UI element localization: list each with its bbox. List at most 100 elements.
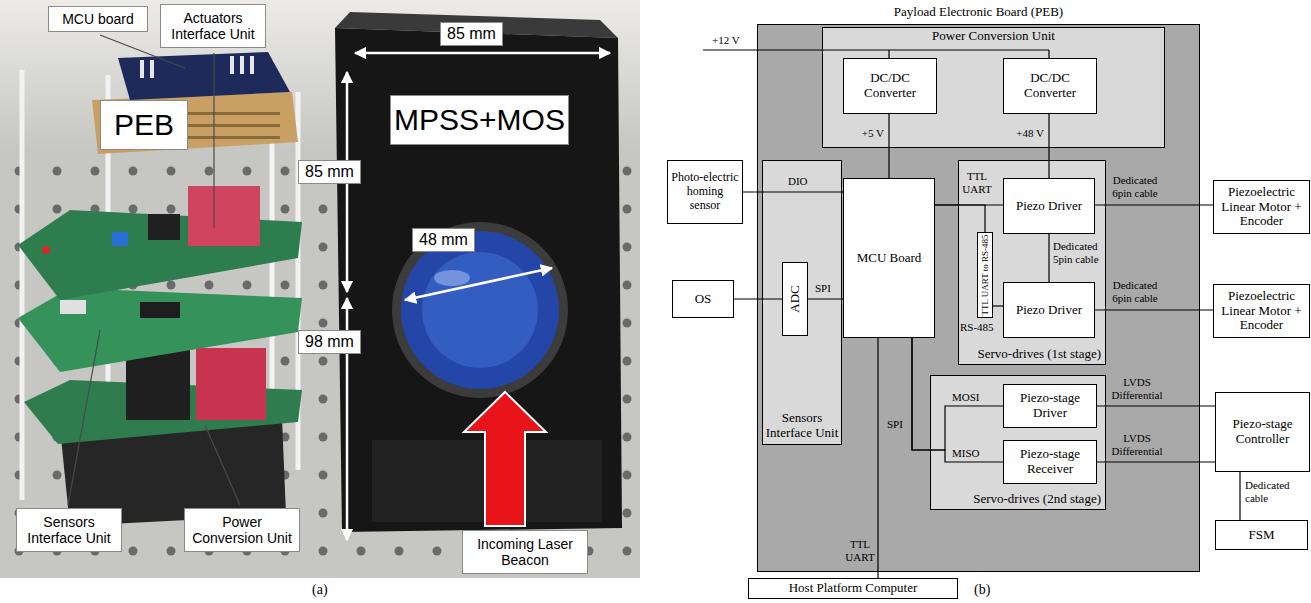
box-label: MPSS+MOS — [394, 103, 565, 138]
box-label: Sensors Interface Unit — [19, 514, 119, 546]
component — [148, 214, 180, 240]
converter-box: DC/DC Converter — [843, 58, 937, 114]
converter-box: TTL UART to RS-485 — [977, 232, 993, 318]
trimmer — [112, 232, 128, 246]
signal-label: Dedicated 5pin cable — [1053, 240, 1107, 265]
box-label: ADC — [788, 285, 803, 312]
signal-line — [888, 114, 889, 178]
dimension-label: 85 mm — [440, 22, 503, 46]
controller-box: Piezo-stage Controller — [1215, 392, 1310, 472]
panel-fill — [930, 375, 1106, 510]
subfigure-label: (a) — [312, 582, 328, 598]
callout-box: Power Conversion Unit — [184, 508, 300, 552]
lens — [401, 231, 559, 389]
signal-label: LVDS Differential — [1106, 432, 1168, 457]
signal-line — [1095, 204, 1213, 205]
panel-fill — [762, 160, 842, 445]
optical-table — [0, 0, 640, 578]
dc-module — [126, 350, 190, 420]
driver-box: Piezo Driver — [1003, 282, 1095, 338]
signal-line — [877, 338, 878, 578]
signal-label: TTL UART — [961, 170, 993, 195]
panel-fill — [757, 24, 1200, 572]
driver-box: Piezo Driver — [1003, 178, 1095, 234]
dimension-arrows — [347, 53, 610, 540]
signal-line — [1239, 472, 1240, 520]
signal-label: TTL UART — [844, 538, 876, 563]
box-label: MCU board — [62, 11, 134, 27]
motor-box: Piezoelectric Linear Motor + Encoder — [1213, 180, 1310, 234]
box-label: Incoming Laser Beacon — [465, 536, 585, 568]
signal-label: Dedicated 6pin cable — [1106, 174, 1164, 199]
box-label: Photo-electric homing sensor — [670, 171, 740, 212]
signal-line — [1095, 309, 1213, 310]
beacon-arrow — [464, 392, 546, 526]
mirror-box: FSM — [1215, 520, 1308, 550]
proto-board — [92, 92, 298, 154]
box-label: MCU Board — [857, 251, 922, 266]
mcu-board — [118, 52, 290, 100]
box-label: Actuators Interface Unit — [163, 10, 263, 42]
receiver-box: Piezo-stage Receiver — [1003, 440, 1097, 484]
signal-label: MOSI — [952, 391, 980, 404]
component — [140, 302, 180, 318]
signal-line — [734, 298, 782, 299]
box-label: Piezo-stage Controller — [1218, 417, 1307, 447]
box-label: Piezo-stage Driver — [1006, 391, 1094, 421]
box-label: DC/DC Converter — [1006, 71, 1094, 101]
callout-box: Sensors Interface Unit — [16, 508, 122, 552]
signal-label: +12 V — [712, 34, 740, 47]
signal-line — [1048, 234, 1049, 282]
signal-label: MISO — [952, 447, 980, 460]
component — [60, 300, 86, 314]
box-label: Host Platform Computer — [789, 581, 918, 596]
group-heading: Sensors Interface Unit — [765, 411, 839, 441]
panel-fill — [958, 160, 1106, 365]
panel-fill — [822, 27, 1165, 148]
subfigure-label: (b) — [974, 582, 990, 598]
group-heading: Payload Electronic Board (PEB) — [758, 5, 1199, 20]
signal-label: Dedicated cable — [1245, 479, 1301, 504]
signal-label: +5 V — [848, 127, 884, 140]
sensor-box: Photo-electric homing sensor — [667, 160, 743, 224]
housing — [335, 28, 622, 532]
box-label: Piezoelectric Linear Motor + Encoder — [1216, 185, 1307, 230]
adc-box: ADC — [782, 262, 808, 336]
lens-highlight — [434, 270, 470, 286]
box-label: FSM — [1248, 528, 1274, 543]
signal-line — [1048, 114, 1049, 178]
mcu-box: MCU Board — [843, 178, 935, 338]
box-label: Piezo Driver — [1016, 303, 1082, 318]
box-label: Piezo-stage Receiver — [1006, 447, 1094, 477]
signal-line — [993, 305, 1003, 306]
pcb — [18, 288, 302, 372]
dimension-label: 48 mm — [412, 228, 475, 252]
box-label: OS — [695, 292, 712, 307]
box-label: Power Conversion Unit — [187, 514, 297, 546]
signal-line — [743, 191, 843, 192]
driver-box: Piezo-stage Driver — [1003, 384, 1097, 428]
callout-box: PEB — [100, 100, 188, 150]
group-heading: Servo-drives (1st stage) — [978, 347, 1101, 362]
leader-lines — [68, 35, 240, 505]
sensor-box: OS — [672, 280, 734, 318]
lens-inner — [422, 252, 538, 368]
dc-module — [188, 186, 260, 246]
signal-label: SPI — [887, 418, 903, 431]
callout-box: MCU board — [48, 6, 148, 32]
signal-line — [1097, 461, 1215, 462]
dimension-label: 98 mm — [298, 330, 361, 354]
callout-box: Incoming Laser Beacon — [462, 530, 588, 574]
box-label: Piezo Driver — [1016, 199, 1082, 214]
lens-rim — [392, 222, 568, 398]
group-heading: Servo-drives (2nd stage) — [973, 492, 1101, 507]
box-label: TTL UART to RS-485 — [980, 234, 990, 315]
dimension-label: 85 mm — [298, 160, 361, 184]
motor-box: Piezoelectric Linear Motor + Encoder — [1213, 284, 1310, 338]
converter-box: DC/DC Converter — [1003, 58, 1097, 114]
signal-line — [935, 205, 985, 232]
supply-wire — [703, 50, 1049, 58]
dc-module — [196, 348, 266, 420]
signal-label: RS-485 — [960, 321, 994, 334]
